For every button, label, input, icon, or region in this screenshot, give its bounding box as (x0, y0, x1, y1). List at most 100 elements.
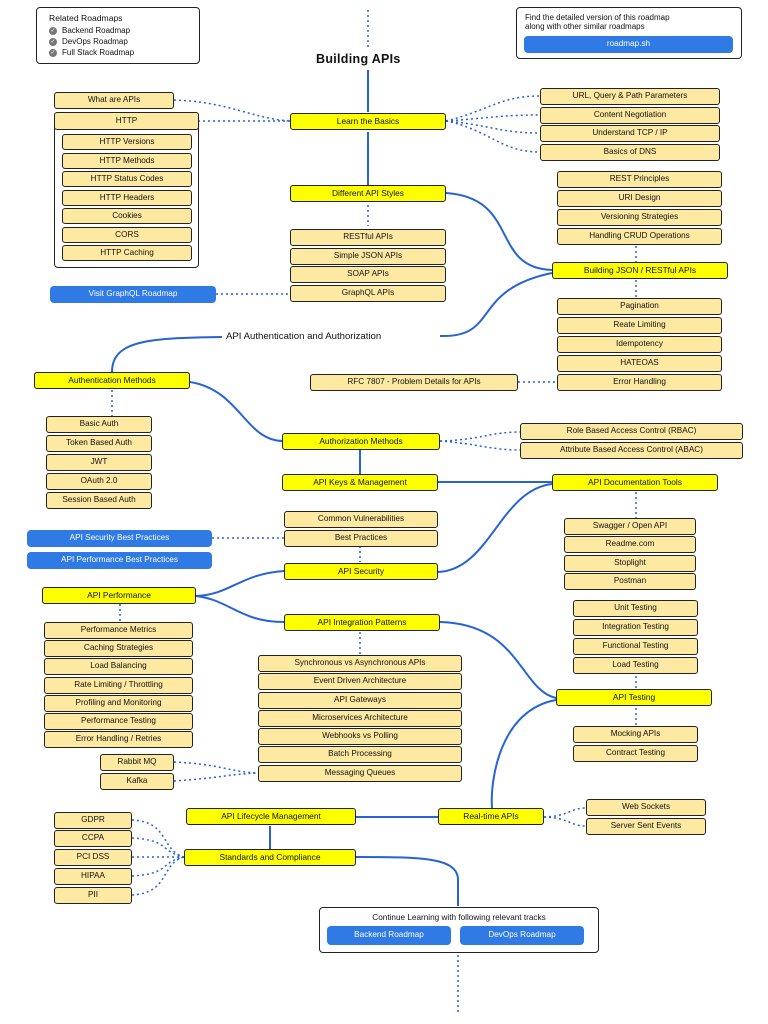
node-gdpr[interactable]: GDPR (54, 812, 132, 829)
node-tcp-ip[interactable]: Understand TCP / IP (540, 125, 720, 142)
node-batch[interactable]: Batch Processing (258, 746, 462, 763)
node-pii[interactable]: PII (54, 887, 132, 904)
node-ccpa[interactable]: CCPA (54, 830, 132, 847)
node-session-auth[interactable]: Session Based Auth (46, 492, 152, 509)
topic-authorization-methods[interactable]: Authorization Methods (282, 433, 440, 450)
node-event-driven[interactable]: Event Driven Architecture (258, 673, 462, 690)
security-best-practices-link[interactable]: API Security Best Practices (27, 530, 212, 547)
node-contract-testing[interactable]: Contract Testing (573, 745, 698, 762)
related-link-backend[interactable]: ✓Backend Roadmap (49, 26, 131, 35)
promo-text-line1: Find the detailed version of this roadma… (525, 13, 670, 22)
check-icon: ✓ (49, 48, 57, 57)
check-icon: ✓ (49, 37, 57, 46)
node-rabbit-mq[interactable]: Rabbit MQ (100, 754, 174, 771)
node-soap-apis[interactable]: SOAP APIs (290, 266, 446, 283)
continue-devops-button[interactable]: DevOps Roadmap (460, 926, 584, 945)
node-readme[interactable]: Readme.com (564, 536, 696, 553)
node-caching-strategies[interactable]: Caching Strategies (44, 640, 193, 657)
node-token-auth[interactable]: Token Based Auth (46, 435, 152, 452)
topic-standards[interactable]: Standards and Compliance (184, 849, 356, 866)
node-http-headers[interactable]: HTTP Headers (62, 190, 192, 206)
node-api-gateways[interactable]: API Gateways (258, 692, 462, 709)
node-swagger[interactable]: Swagger / Open API (564, 518, 696, 535)
node-jwt[interactable]: JWT (46, 454, 152, 471)
node-abac[interactable]: Attribute Based Access Control (ABAC) (520, 442, 743, 459)
node-http-methods[interactable]: HTTP Methods (62, 153, 192, 169)
node-graphql-apis[interactable]: GraphQL APIs (290, 285, 446, 302)
node-hipaa[interactable]: HIPAA (54, 868, 132, 885)
topic-building-rest[interactable]: Building JSON / RESTful APIs (552, 262, 728, 279)
promo-text-line2: along with other similar roadmaps (525, 22, 645, 31)
node-profiling[interactable]: Profiling and Monitoring (44, 695, 193, 712)
node-content-negotiation[interactable]: Content Negotiation (540, 107, 720, 124)
node-web-sockets[interactable]: Web Sockets (586, 799, 706, 816)
topic-documentation-tools[interactable]: API Documentation Tools (552, 474, 718, 491)
node-dns[interactable]: Basics of DNS (540, 144, 720, 161)
node-messaging-queues[interactable]: Messaging Queues (258, 765, 462, 782)
node-load-balancing[interactable]: Load Balancing (44, 658, 193, 675)
node-performance-metrics[interactable]: Performance Metrics (44, 622, 193, 639)
topic-authentication-methods[interactable]: Authentication Methods (34, 372, 190, 389)
node-common-vulnerabilities[interactable]: Common Vulnerabilities (284, 511, 438, 528)
node-crud[interactable]: Handling CRUD Operations (557, 228, 722, 245)
node-url-query-params[interactable]: URL, Query & Path Parameters (540, 88, 720, 105)
topic-api-performance[interactable]: API Performance (42, 587, 196, 604)
roadmap-sh-button[interactable]: roadmap.sh (524, 36, 733, 53)
node-rfc-7807[interactable]: RFC 7807 - Problem Details for APIs (310, 374, 518, 391)
node-microservices[interactable]: Microservices Architecture (258, 710, 462, 727)
node-oauth[interactable]: OAuth 2.0 (46, 473, 152, 490)
node-sse[interactable]: Server Sent Events (586, 818, 706, 835)
section-label-auth: API Authentication and Authorization (226, 331, 382, 342)
node-http-status-codes[interactable]: HTTP Status Codes (62, 171, 192, 187)
node-idempotency[interactable]: Idempotency (557, 336, 722, 353)
node-kafka[interactable]: Kafka (100, 773, 174, 790)
node-http-versions[interactable]: HTTP Versions (62, 134, 192, 150)
related-link-fullstack[interactable]: ✓Full Stack Roadmap (49, 48, 135, 57)
node-sync-async[interactable]: Synchronous vs Asynchronous APIs (258, 655, 462, 672)
node-rest-principles[interactable]: REST Principles (557, 171, 722, 188)
continue-backend-button[interactable]: Backend Roadmap (327, 926, 451, 945)
topic-lifecycle[interactable]: API Lifecycle Management (186, 808, 356, 825)
node-pagination[interactable]: Pagination (557, 298, 722, 315)
node-simple-json-apis[interactable]: Simple JSON APIs (290, 248, 446, 265)
topic-api-security[interactable]: API Security (284, 563, 438, 580)
node-basic-auth[interactable]: Basic Auth (46, 416, 152, 433)
topic-integration-patterns[interactable]: API Integration Patterns (284, 614, 440, 631)
node-rate-limiting[interactable]: Rate Limiting / Throttling (44, 677, 193, 694)
node-uri-design[interactable]: URI Design (557, 190, 722, 207)
node-integration-testing[interactable]: Integration Testing (573, 619, 698, 636)
continue-learning-text: Continue Learning with following relevan… (372, 913, 546, 922)
node-error-handling[interactable]: Error Handling (557, 374, 722, 391)
node-restful-apis[interactable]: RESTful APIs (290, 229, 446, 246)
related-link-devops[interactable]: ✓DevOps Roadmap (49, 37, 128, 46)
node-cors[interactable]: CORS (62, 227, 192, 243)
node-performance-testing[interactable]: Performance Testing (44, 713, 193, 730)
node-what-are-apis[interactable]: What are APIs (54, 92, 174, 109)
topic-realtime[interactable]: Real-time APIs (438, 808, 544, 825)
node-hateoas[interactable]: HATEOAS (557, 355, 722, 372)
node-mocking-apis[interactable]: Mocking APIs (573, 726, 698, 743)
node-load-testing[interactable]: Load Testing (573, 657, 698, 674)
node-pci-dss[interactable]: PCI DSS (54, 849, 132, 866)
node-stoplight[interactable]: Stoplight (564, 555, 696, 572)
performance-best-practices-link[interactable]: API Performance Best Practices (27, 552, 212, 569)
topic-api-keys[interactable]: API Keys & Management (282, 474, 438, 491)
node-cookies[interactable]: Cookies (62, 208, 192, 224)
node-webhooks[interactable]: Webhooks vs Polling (258, 728, 462, 745)
node-postman[interactable]: Postman (564, 573, 696, 590)
node-unit-testing[interactable]: Unit Testing (573, 600, 698, 617)
topic-api-testing[interactable]: API Testing (556, 689, 712, 706)
node-versioning[interactable]: Versioning Strategies (557, 209, 722, 226)
node-best-practices[interactable]: Best Practices (284, 530, 438, 547)
node-http[interactable]: HTTP (54, 112, 199, 130)
topic-learn-basics[interactable]: Learn the Basics (290, 113, 446, 130)
node-rate-limiting-rest[interactable]: Reate Limiting (557, 317, 722, 334)
node-error-retries[interactable]: Error Handling / Retries (44, 731, 193, 748)
node-rbac[interactable]: Role Based Access Control (RBAC) (520, 423, 743, 440)
node-http-caching[interactable]: HTTP Caching (62, 245, 192, 261)
graphql-roadmap-link[interactable]: Visit GraphQL Roadmap (50, 286, 216, 303)
node-functional-testing[interactable]: Functional Testing (573, 638, 698, 655)
check-icon: ✓ (49, 26, 57, 35)
topic-api-styles[interactable]: Different API Styles (290, 185, 446, 202)
